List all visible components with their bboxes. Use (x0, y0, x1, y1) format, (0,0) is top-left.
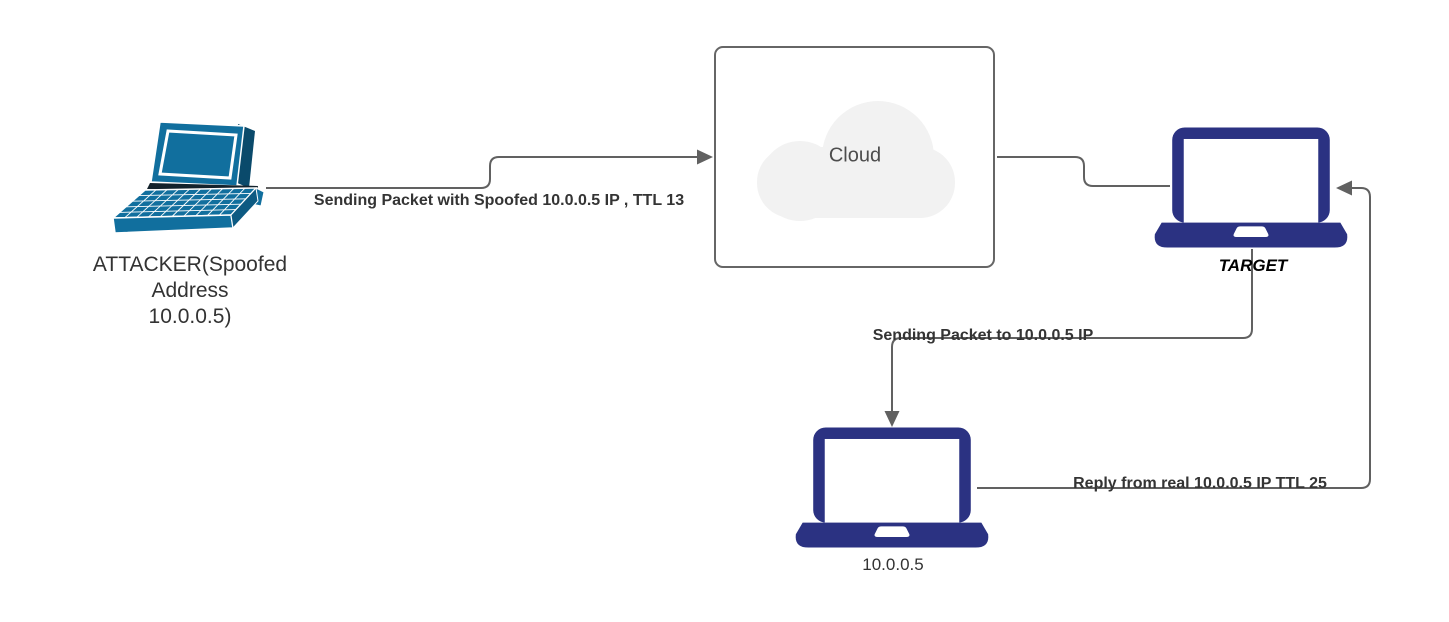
attacker-label: ATTACKER(Spoofed Address 10.0.0.5) (93, 252, 287, 330)
laptop-keyboard-grid (119, 187, 252, 219)
arrowhead-into-target (1336, 180, 1352, 196)
edge-label-target-to-host: Sending Packet to 10.0.0.5 IP (872, 327, 1094, 344)
cloud-label: Cloud (828, 144, 882, 167)
attacker-label-line1: ATTACKER(Spoofed (92, 253, 288, 276)
edge-label-attacker-to-cloud: Sending Packet with Spoofed 10.0.0.5 IP … (313, 192, 685, 209)
edge-target-to-host (891, 249, 1253, 411)
laptop-right-face (230, 186, 259, 230)
arrowhead-into-cloud (697, 149, 713, 165)
target-laptop-icon (1154, 127, 1348, 248)
edge-cloud-to-target (997, 156, 1170, 187)
attacker-laptop-3d-icon (110, 122, 265, 234)
host-label: 10.0.0.5 (862, 555, 924, 574)
edge-host-to-target (977, 187, 1371, 489)
cloud-icon (757, 101, 955, 221)
edge-label-host-to-target: Reply from real 10.0.0.5 IP TTL 25 (1073, 475, 1327, 492)
edge-attacker-to-cloud (266, 156, 697, 189)
attacker-label-line2: Address (151, 279, 229, 302)
laptop-front-face (112, 214, 234, 234)
attacker-label-line3: 10.0.0.5) (148, 305, 232, 328)
laptop-screen-frame (158, 129, 238, 180)
cloud-node: Cloud (714, 46, 995, 268)
host-laptop-icon (795, 427, 989, 548)
arrowhead-into-host (884, 411, 900, 427)
target-label: TARGET (1218, 256, 1288, 275)
